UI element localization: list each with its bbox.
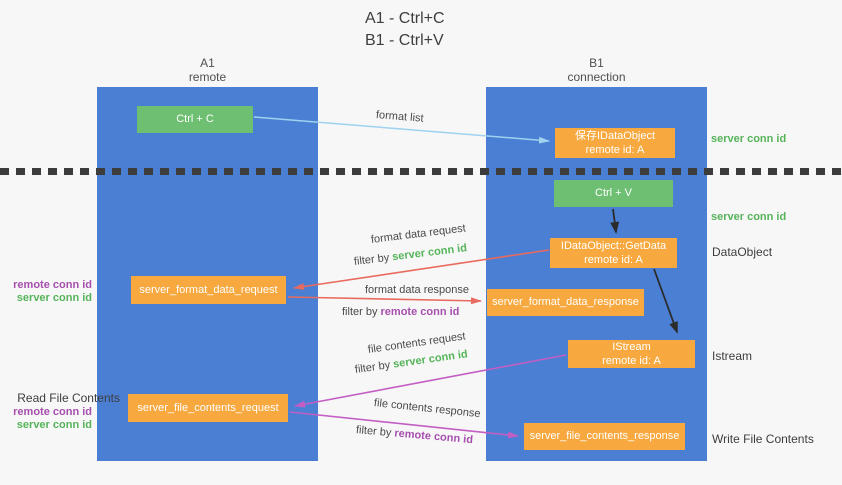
format-data-request-label: format data request: [370, 222, 467, 246]
server-file-contents-response-node: server_file_contents_response: [524, 423, 685, 450]
ctrl-v-label: Ctrl + V: [595, 187, 632, 200]
istream-subtitle: remote id: A: [602, 355, 661, 367]
ctrl-c-node: Ctrl + C: [137, 106, 253, 133]
filter-by-remote-conn-id-label-1: filter by remote conn id: [342, 306, 459, 318]
left-column-name: A1: [200, 56, 215, 70]
remote-conn-id-annotation-bottom: remote conn id: [13, 406, 92, 418]
server-format-data-request-node: server_format_data_request: [131, 276, 286, 304]
format-response-label: server_format_data_response: [492, 296, 639, 309]
save-idataobject-node: 保存IDataObject remote id: A: [555, 128, 675, 158]
istream-annotation: Istream: [712, 349, 753, 363]
server-conn-id-annotation-mid: server conn id: [711, 211, 787, 223]
server-conn-id-text: server conn id: [391, 242, 468, 264]
phase-separator-dashed-line: [0, 168, 842, 175]
filter-by-remote-conn-id-label-2: filter by remote conn id: [355, 424, 473, 446]
remote-conn-id-text: remote conn id: [380, 306, 460, 318]
file-request-label: server_file_contents_request: [137, 401, 279, 414]
server-conn-id-text: server conn id: [392, 348, 469, 371]
remote-conn-id-annotation-top: remote conn id: [13, 279, 92, 291]
filter-by-text: filter by: [342, 306, 378, 318]
getdata-subtitle: remote id: A: [584, 254, 643, 266]
title-line-1: A1 - Ctrl+C: [365, 10, 445, 27]
server-format-data-response-node: server_format_data_response: [487, 289, 644, 316]
server-file-contents-request-node: server_file_contents_request: [128, 394, 288, 422]
save-idataobject-subtitle: remote id: A: [585, 144, 645, 156]
left-column-role: remote: [188, 70, 227, 85]
server-conn-id-annotation-left-top: server conn id: [16, 292, 92, 304]
idataobject-getdata-node: IDataObject::GetData remote id: A: [550, 238, 677, 268]
right-column-name: B1: [589, 56, 604, 70]
server-conn-id-annotation-left-bottom: server conn id: [16, 419, 92, 431]
diagram-title: A1 - Ctrl+C B1 - Ctrl+V: [365, 8, 445, 51]
filter-by-server-conn-id-label-1: filter by server conn id: [353, 242, 467, 268]
server-conn-id-annotation-top: server conn id: [711, 133, 787, 145]
ctrl-c-label: Ctrl + C: [176, 113, 214, 126]
format-list-label: format list: [375, 109, 425, 125]
read-file-contents-annotation: Read File Contents: [17, 391, 120, 405]
remote-conn-id-text: remote conn id: [393, 427, 474, 447]
file-contents-response-label: file contents response: [373, 397, 482, 421]
format-data-response-label: format data response: [365, 284, 469, 296]
write-file-contents-annotation: Write File Contents: [712, 432, 814, 446]
save-idataobject-title: 保存IDataObject: [574, 129, 656, 142]
left-column-header: A1 remote: [97, 56, 318, 85]
istream-node: IStream remote id: A: [568, 340, 695, 368]
format-request-label: server_format_data_request: [139, 283, 278, 296]
file-response-label: server_file_contents_response: [529, 430, 680, 443]
right-column-header: B1 connection: [486, 56, 707, 85]
filter-by-text: filter by: [353, 251, 390, 268]
title-line-2: B1 - Ctrl+V: [365, 31, 444, 49]
getdata-title: IDataObject::GetData: [560, 239, 667, 252]
istream-title: IStream: [612, 340, 651, 353]
filter-by-text: filter by: [355, 424, 392, 440]
ctrl-v-node: Ctrl + V: [554, 180, 673, 207]
filter-by-text: filter by: [354, 359, 391, 376]
right-column-role: connection: [567, 70, 626, 85]
dataobject-annotation: DataObject: [712, 245, 773, 259]
